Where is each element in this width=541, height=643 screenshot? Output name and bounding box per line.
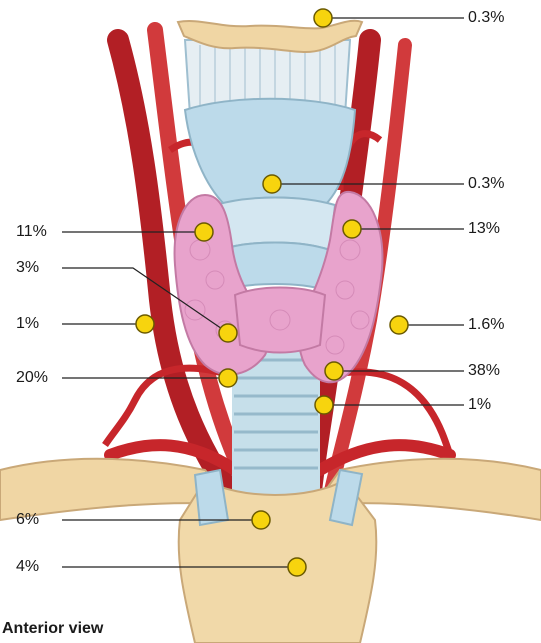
label-thyroid-cartilage: 0.3% — [468, 175, 504, 193]
label-right-lateral: 1% — [16, 315, 39, 333]
label-left-lower-pole: 38% — [468, 362, 500, 380]
label-left-lateral: 1.6% — [468, 316, 504, 334]
marker-left-lateral — [390, 316, 408, 334]
marker-left-upper-pole — [343, 220, 361, 238]
marker-isthmus-right — [219, 324, 237, 342]
marker-left-lower-pole — [325, 362, 343, 380]
thyroid-isthmus — [235, 288, 325, 353]
label-mediastinum-lower: 4% — [16, 558, 39, 576]
marker-right-lateral — [136, 315, 154, 333]
marker-right-lower-pole — [219, 369, 237, 387]
marker-mediastinum-upper — [252, 511, 270, 529]
label-right-lower-pole: 20% — [16, 369, 48, 387]
view-caption: Anterior view — [2, 620, 103, 638]
label-right-upper-pole: 11% — [16, 223, 47, 241]
label-left-upper-pole: 13% — [468, 220, 500, 238]
label-left-inferior-trachea: 1% — [468, 396, 491, 414]
label-isthmus-right: 3% — [16, 259, 39, 277]
label-hyoid: 0.3% — [468, 9, 504, 27]
marker-mediastinum-lower — [288, 558, 306, 576]
marker-hyoid — [314, 9, 332, 27]
marker-thyroid-cartilage — [263, 175, 281, 193]
label-mediastinum-upper: 6% — [16, 511, 39, 529]
marker-left-inferior-trachea — [315, 396, 333, 414]
marker-right-upper-pole — [195, 223, 213, 241]
